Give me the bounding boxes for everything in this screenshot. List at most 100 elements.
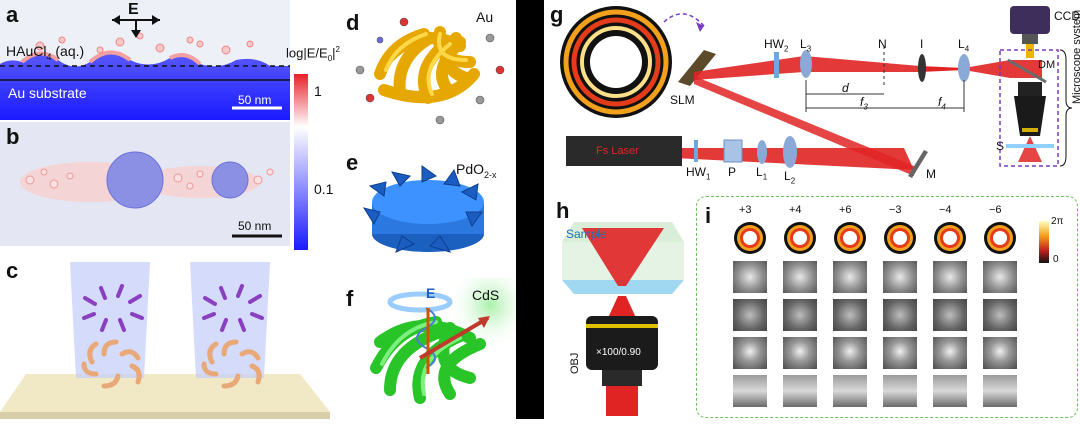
- au-chiral-particle: [355, 17, 505, 125]
- charge-label: −4: [939, 204, 952, 216]
- panel-d-material: Au: [476, 9, 494, 25]
- panel-f-field-label: E: [426, 285, 436, 301]
- charge-label: +3: [739, 204, 752, 216]
- micrograph-tile: [933, 299, 967, 331]
- panel-b-field-map: [0, 122, 290, 246]
- micrograph-tile: [783, 299, 817, 331]
- hw2-label: HW2: [764, 37, 789, 54]
- vortex-beam-thumbnail: [734, 222, 766, 254]
- l3-label: L3: [800, 37, 812, 54]
- micrograph-tile: [833, 299, 867, 331]
- panel-c-illustration: [0, 262, 330, 419]
- micrograph-tile: [833, 375, 867, 407]
- charge-label: −6: [989, 204, 1002, 216]
- panel-i: i +3 +4 +6 −3 −4 −6 2π 0: [696, 196, 1078, 418]
- micrograph-tile: [883, 337, 917, 369]
- micrograph-tile: [933, 261, 967, 293]
- pdo-chiral-particle: [362, 165, 484, 253]
- panel-e-label: e: [346, 150, 359, 175]
- fs-laser-label: Fs Laser: [596, 145, 639, 157]
- panel-c-label: c: [6, 258, 19, 283]
- vortex-beam-thumbnail: [784, 222, 816, 254]
- d-label: d: [842, 81, 849, 95]
- panel-h-label: h: [556, 198, 570, 223]
- panel-c: c: [0, 254, 330, 419]
- panel-b-scale-bar: 50 nm: [238, 219, 272, 233]
- micrograph-tile: [733, 299, 767, 331]
- f4-label: f4: [938, 95, 946, 112]
- micrograph-tile: [933, 337, 967, 369]
- micrograph-tile: [733, 261, 767, 293]
- figure-divider: [516, 0, 544, 419]
- micrograph-tile: [733, 337, 767, 369]
- l4-label: L4: [958, 37, 970, 54]
- optical-setup-diagram: [560, 6, 1073, 178]
- micrograph-tile: [883, 261, 917, 293]
- substrate-label: Au substrate: [8, 85, 87, 101]
- micrograph-tile: [833, 337, 867, 369]
- micrograph-tile: [983, 261, 1017, 293]
- panel-a-label: a: [6, 2, 19, 27]
- phase-colorbar-high: 2π: [1051, 216, 1064, 227]
- hw1-label: HW1: [686, 165, 711, 182]
- l2-label: L2: [784, 169, 796, 186]
- l1-label: L1: [756, 165, 768, 182]
- panel-a: a E HAuCl4 (aq.) Au substrate 50 nm: [0, 0, 290, 120]
- panel-i-label: i: [705, 203, 712, 228]
- panel-a-field-map: [0, 0, 290, 120]
- solution-label: HAuCl4 (aq.): [6, 43, 85, 62]
- p-label: P: [728, 165, 737, 179]
- colorbar-tick-high: 1: [314, 83, 322, 99]
- micrograph-tile: [783, 375, 817, 407]
- micrograph-tile: [983, 375, 1017, 407]
- panel-i-grid: +3 +4 +6 −3 −4 −6: [727, 203, 1027, 413]
- m-label: M: [926, 167, 936, 181]
- micrograph-tile: [983, 299, 1017, 331]
- panel-e-material: PdO2-x: [456, 161, 497, 180]
- s-label: S: [996, 139, 1005, 153]
- micrograph-tile: [983, 337, 1017, 369]
- panel-d: d Au: [340, 0, 516, 134]
- colorbar-gradient: [294, 74, 308, 250]
- ccd-label: CCD: [1054, 9, 1080, 23]
- micrograph-tile: [933, 375, 967, 407]
- phase-colorbar-low: 0: [1053, 254, 1059, 265]
- vortex-beam-thumbnail: [884, 222, 916, 254]
- charge-label: +4: [789, 204, 802, 216]
- dm-label: DM: [1038, 59, 1056, 71]
- panel-f: f E CdS: [340, 278, 516, 419]
- micrograph-tile: [783, 261, 817, 293]
- vortex-beam-thumbnail: [934, 222, 966, 254]
- obj-label: OBJ: [569, 352, 581, 374]
- micrograph-tile: [883, 299, 917, 331]
- n-label: N: [878, 37, 887, 51]
- micrograph-tile: [733, 375, 767, 407]
- field-colorbar: log|E/E0|2 1 0.1: [286, 40, 366, 250]
- micrograph-tile: [783, 337, 817, 369]
- f3-label: f3: [860, 95, 868, 112]
- panel-b: b 50 nm: [0, 122, 290, 246]
- panel-d-label: d: [346, 10, 360, 35]
- field-direction-label: E: [128, 1, 139, 18]
- charge-label: −3: [889, 204, 902, 216]
- panel-a-scale-bar: 50 nm: [238, 93, 272, 107]
- panel-b-label: b: [6, 124, 20, 149]
- sample-label: Sample: [566, 227, 607, 241]
- panel-f-label: f: [346, 286, 354, 311]
- micrograph-tile: [883, 375, 917, 407]
- objective-focusing-diagram: [562, 222, 684, 416]
- objective-spec-label: ×100/0.90: [596, 347, 641, 358]
- panel-g: g SLM HW2 L3 N I L4 CCD DM d f3 f4 Fs La…: [544, 0, 1080, 190]
- panel-f-material: CdS: [472, 287, 500, 303]
- panel-h: h Sample ×100/0.90 OBJ: [556, 198, 690, 419]
- micrograph-tile: [833, 261, 867, 293]
- charge-label: +6: [839, 204, 852, 216]
- vortex-beam-thumbnail: [984, 222, 1016, 254]
- colorbar-title: log|E/E0|2: [286, 45, 340, 63]
- panel-e: e PdO2-x: [340, 146, 516, 266]
- slm-label: SLM: [670, 93, 695, 107]
- vortex-beam-thumbnail: [834, 222, 866, 254]
- i-label: I: [920, 37, 924, 51]
- panel-g-label: g: [550, 2, 564, 27]
- colorbar-tick-low: 0.1: [314, 181, 334, 197]
